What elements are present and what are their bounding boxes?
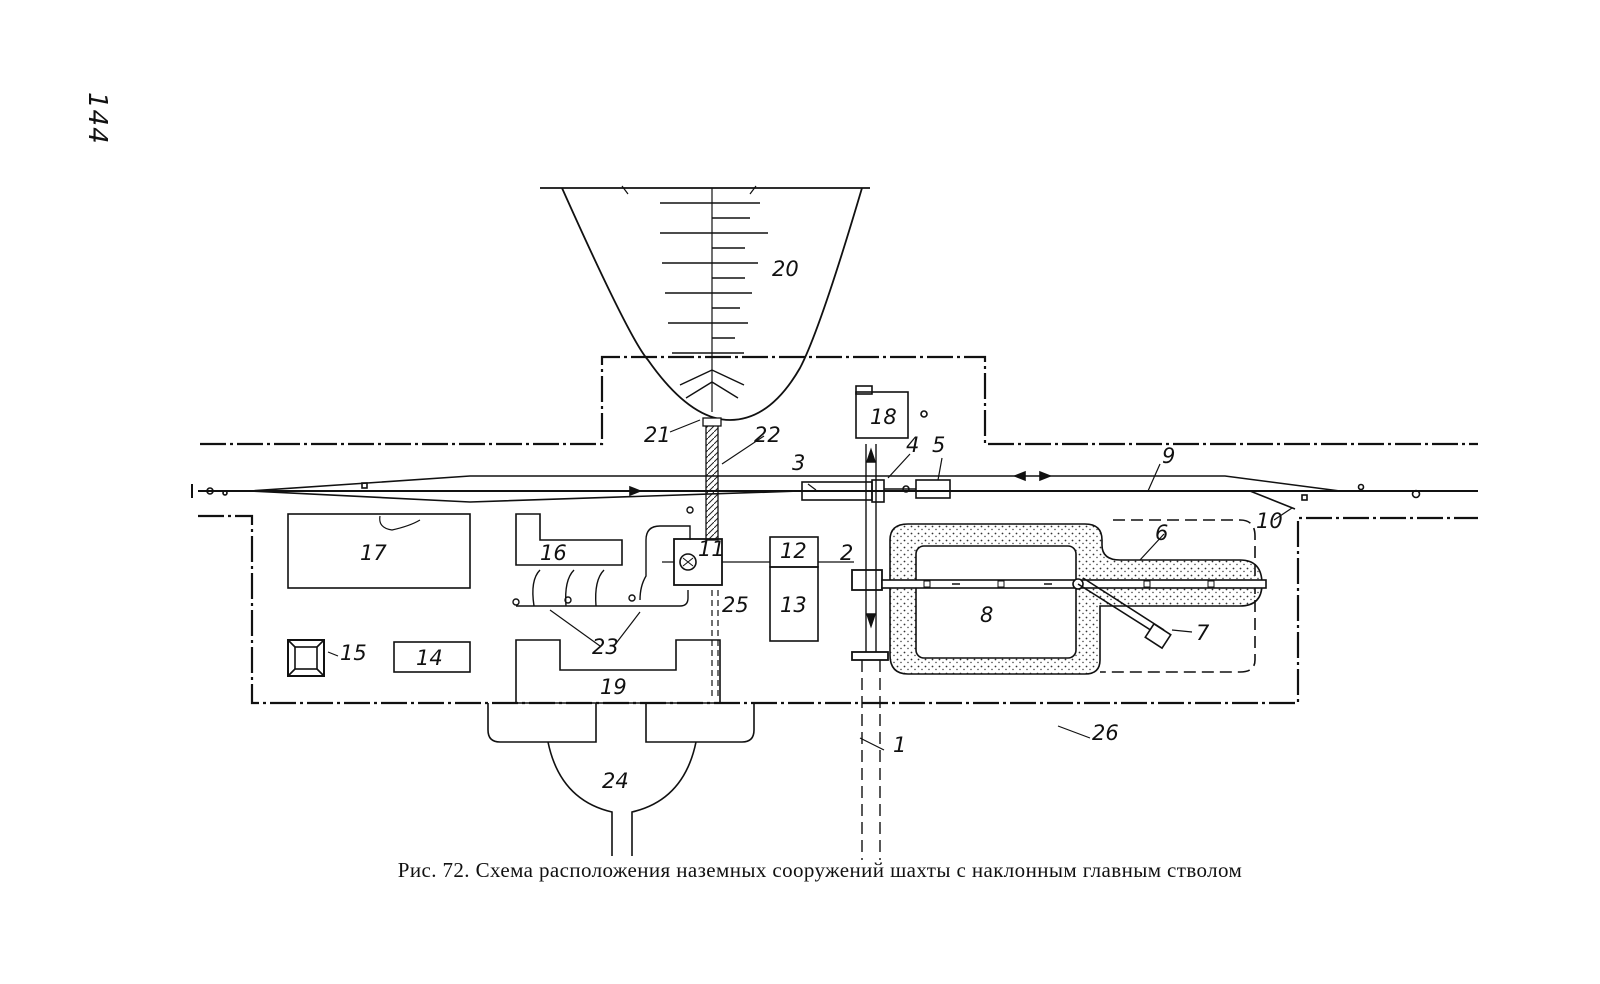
label-21: 21 [644,423,671,447]
label-13: 13 [780,593,807,617]
building-19 [515,639,721,704]
label-6: 6 [1155,521,1168,545]
building-17 [287,513,471,589]
waste-dump [540,185,870,421]
site-fence [198,355,1478,705]
label-4: 4 [906,433,919,457]
buildings [287,385,928,704]
label-17: 17 [360,541,387,565]
label-15: 15 [340,641,367,665]
label-8: 8 [980,603,993,627]
label-9: 9 [1162,444,1175,468]
label-19: 19 [600,675,627,699]
label-5: 5 [932,433,945,457]
label-20: 20 [772,257,799,281]
building-15 [287,639,325,677]
label-18: 18 [870,405,897,429]
label-10: 10 [1256,509,1283,533]
label-14: 14 [416,646,443,670]
building-18 [855,391,909,439]
label-2: 2 [840,541,853,565]
conveyor-gallery [702,417,722,700]
settling-pond [487,703,755,856]
label-22: 22 [754,423,781,447]
label-26: 26 [1092,721,1119,745]
label-23: 23 [592,635,619,659]
building-14 [393,641,471,673]
leader-lines [327,419,1293,751]
label-7: 7 [1196,621,1210,645]
figure-caption: Рис. 72. Схема расположения наземных соо… [397,858,1243,882]
loading-complex [801,444,951,860]
label-16: 16 [540,541,567,565]
coal-storage [881,519,1267,675]
label-11: 11 [698,537,725,561]
label-12: 12 [780,539,807,563]
label-24: 24 [602,769,629,793]
labels: 1 2 3 4 5 6 7 8 9 10 11 12 13 14 15 16 1… [340,257,1283,793]
building-16 [515,513,623,566]
label-3: 3 [792,451,805,475]
label-25: 25 [722,593,749,617]
railway-tracks [191,470,1478,510]
building-13 [769,566,819,642]
pipelines [512,506,694,607]
label-1: 1 [893,733,906,757]
